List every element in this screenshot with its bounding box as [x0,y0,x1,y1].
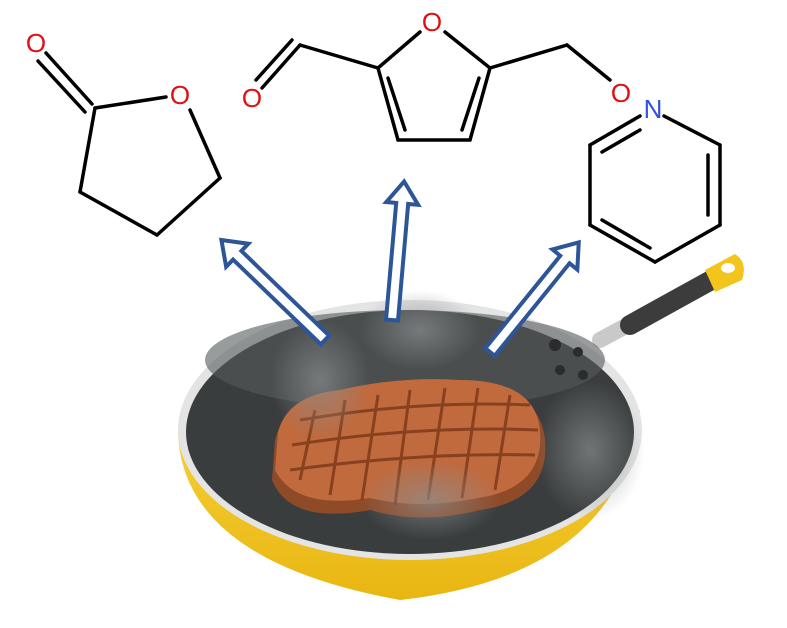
steam [535,380,645,520]
arrow-up-right [482,239,581,359]
atom-oxygen: O [422,7,442,37]
atom-oxygen: O [170,80,190,110]
atom-oxygen: O [26,28,46,58]
frying-pan [178,254,744,600]
arrow-up [382,178,422,323]
steam [360,290,480,370]
atom-oxygen: O [611,78,631,108]
atom-oxygen: O [242,83,262,113]
molecule-furan-pyridine [254,30,722,264]
atom-nitrogen: N [644,94,663,124]
steam [360,460,500,540]
molecule-lactone [36,51,222,237]
pan-handle [592,254,744,348]
steam [270,320,370,440]
arrow-up-left [218,237,332,348]
